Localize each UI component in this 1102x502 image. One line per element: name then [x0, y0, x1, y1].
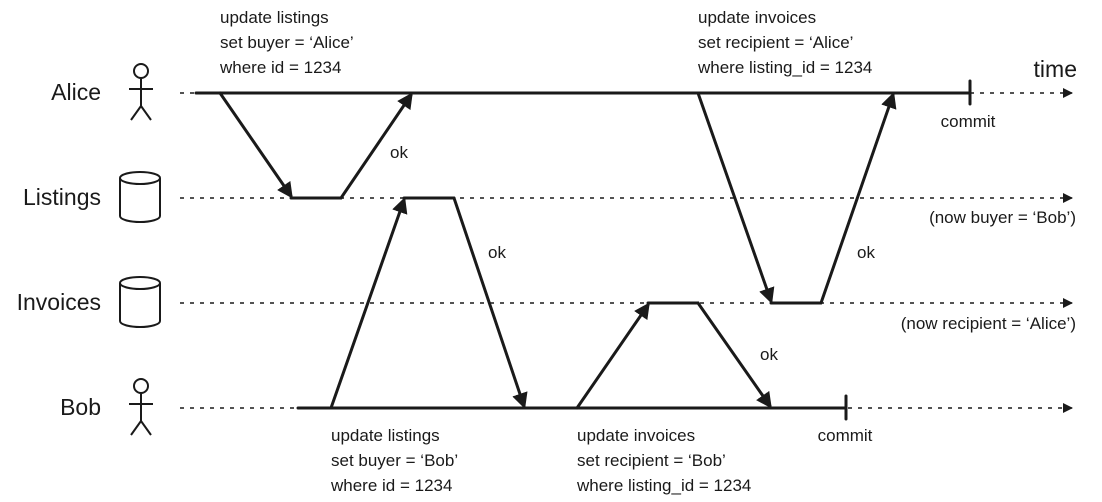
time-axis-label: time [1034, 56, 1077, 82]
commit-label-bob: commit [818, 426, 873, 445]
ack-label-alice-listings: ok [390, 143, 408, 162]
final-state-invoices: (now recipient = ‘Alice’) [901, 314, 1076, 333]
svg-text:update invoices: update invoices [577, 426, 695, 445]
svg-text:update listings: update listings [220, 8, 329, 27]
database-cylinder-icon [119, 171, 161, 223]
alice-invoices-ack-arrow [819, 91, 897, 305]
svg-text:where id = 1234: where id = 1234 [219, 58, 341, 77]
lane-label-invoices: Invoices [17, 289, 101, 315]
ack-label-bob-invoices: ok [760, 345, 778, 364]
alice-listings-ack-arrow [339, 92, 413, 200]
alice-listings-request-arrow [218, 91, 293, 199]
commit-label-alice: commit [941, 112, 996, 131]
bob-invoices-ack-arrow [696, 301, 772, 409]
lane-label-alice: Alice [51, 79, 101, 105]
database-cylinder-icon [119, 276, 161, 328]
bob-listings-request-arrow [329, 196, 408, 410]
ack-label-bob-listings: ok [488, 243, 506, 262]
lane-label-bob: Bob [60, 394, 101, 420]
svg-text:where id = 1234: where id = 1234 [330, 476, 452, 495]
person-icon [129, 63, 153, 121]
bob-invoices-request-arrow [575, 302, 650, 410]
note-bob-update-invoices: update invoices set recipient = ‘Bob’ wh… [576, 426, 751, 495]
note-alice-update-listings: update listings set buyer = ‘Alice’ wher… [219, 8, 354, 77]
ack-label-alice-invoices: ok [857, 243, 875, 262]
svg-text:set buyer = ‘Alice’: set buyer = ‘Alice’ [220, 33, 354, 52]
svg-text:set recipient = ‘Alice’: set recipient = ‘Alice’ [698, 33, 853, 52]
svg-text:where listing_id = 1234: where listing_id = 1234 [697, 58, 872, 77]
note-alice-update-invoices: update invoices set recipient = ‘Alice’ … [697, 8, 872, 77]
svg-text:update invoices: update invoices [698, 8, 816, 27]
svg-text:set buyer = ‘Bob’: set buyer = ‘Bob’ [331, 451, 458, 470]
svg-text:update listings: update listings [331, 426, 440, 445]
svg-text:where listing_id = 1234: where listing_id = 1234 [576, 476, 751, 495]
person-icon [129, 378, 153, 436]
alice-invoices-request-arrow [696, 91, 775, 305]
note-bob-update-listings: update listings set buyer = ‘Bob’ where … [330, 426, 458, 495]
svg-text:set recipient = ‘Bob’: set recipient = ‘Bob’ [577, 451, 726, 470]
final-state-listings: (now buyer = ‘Bob’) [929, 208, 1076, 227]
bob-listings-ack-arrow [452, 196, 528, 410]
lane-label-listings: Listings [23, 184, 101, 210]
